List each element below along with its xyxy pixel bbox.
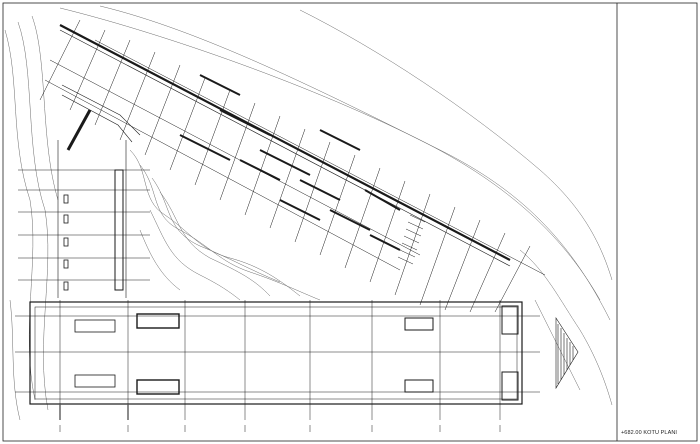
grid-axis-ticks: [59, 425, 501, 432]
roof-structure: [39, 19, 546, 313]
main-hall: [15, 300, 540, 420]
hatched-triangle: [555, 316, 579, 390]
plan-title: +682.00 KOTU PLANI: [621, 430, 678, 436]
left-wing: [18, 140, 150, 298]
terrain-contours: [4, 5, 613, 421]
